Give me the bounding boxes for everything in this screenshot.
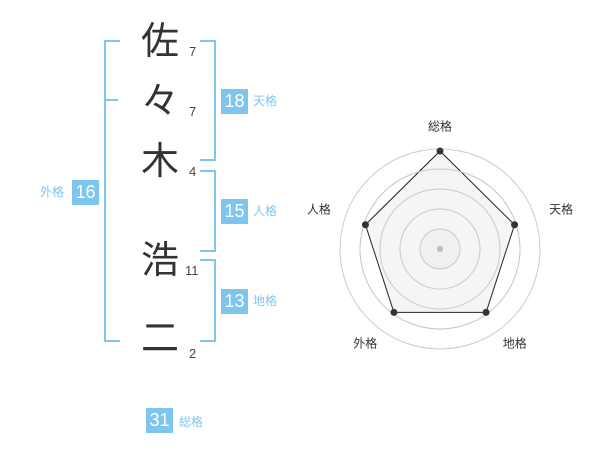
name-char-2: 々 <box>140 79 179 123</box>
jinkaku-value: 15 <box>221 199 248 224</box>
stroke-count-2: 7 <box>189 104 197 119</box>
name-char-5: 二 <box>140 316 179 360</box>
stroke-count-1: 7 <box>189 44 197 59</box>
radar-center-dot <box>437 246 443 252</box>
radar-axis-label: 外格 <box>353 335 377 350</box>
chikaku-bracket <box>200 259 216 342</box>
gaikaku-value: 16 <box>72 180 99 205</box>
jinkaku-label: 人格 <box>253 204 278 218</box>
stroke-count-4: 11 <box>185 263 199 278</box>
radar-point <box>482 308 490 316</box>
radar-axis-label: 天格 <box>549 202 573 217</box>
jinkaku-bracket <box>200 170 216 252</box>
stroke-count-5: 2 <box>189 346 197 361</box>
name-char-1: 佐 <box>140 19 179 63</box>
radar-grid-circle-inner <box>379 188 501 310</box>
stroke-count-3: 4 <box>189 164 197 179</box>
radar-point <box>436 147 444 155</box>
radar-grid-circle-inner <box>419 228 461 270</box>
radar-value-area <box>364 150 516 313</box>
tenkaku-label: 天格 <box>253 94 278 108</box>
gaikaku-label: 外格 <box>40 185 65 199</box>
radar-point <box>390 308 398 316</box>
soukaku-value: 31 <box>146 408 173 433</box>
gaikaku-bracket-tick <box>106 99 118 101</box>
soukaku-label: 総格 <box>179 415 204 429</box>
radar-grid-circle-inner <box>359 168 521 330</box>
gaikaku-bracket <box>104 40 120 342</box>
radar-axis-label: 人格 <box>307 202 331 217</box>
tenkaku-bracket <box>200 40 216 161</box>
radar-grid-circle-inner <box>399 208 481 290</box>
radar-point <box>511 221 519 229</box>
name-char-4: 浩 <box>140 238 179 282</box>
name-char-3: 木 <box>140 139 179 183</box>
radar-axis-label: 総格 <box>428 119 452 134</box>
chikaku-value: 13 <box>221 289 248 314</box>
tenkaku-value: 18 <box>221 89 248 114</box>
chikaku-label: 地格 <box>253 294 278 308</box>
radar-axis-label: 地格 <box>503 335 527 350</box>
radar-point <box>361 221 369 229</box>
